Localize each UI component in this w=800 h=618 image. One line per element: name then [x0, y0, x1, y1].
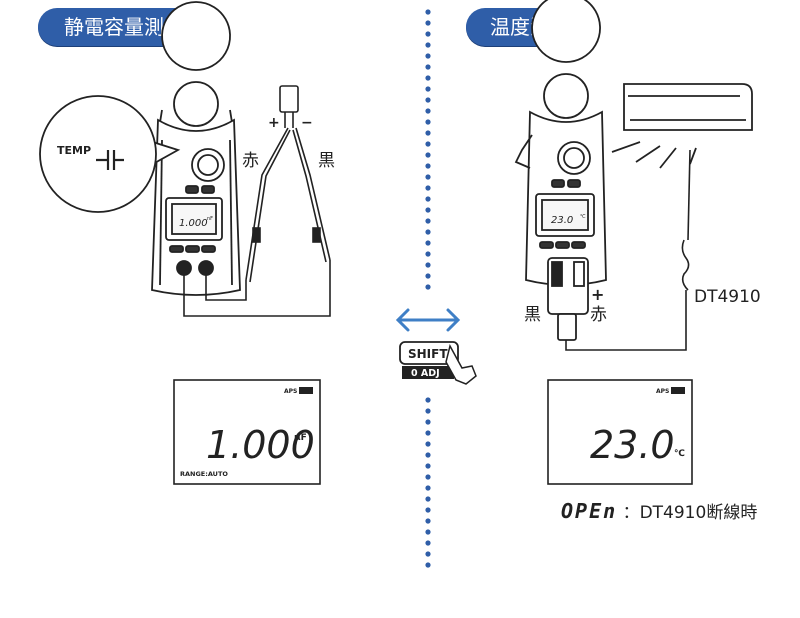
lcd-display-right: [547, 379, 693, 485]
capacitor-symbol-icon: [96, 150, 124, 170]
temperature-probe-wire: [565, 149, 691, 351]
meter-small-reading-left: 1.000: [179, 218, 208, 229]
callout-temp-text: TEMP: [57, 144, 91, 157]
lcd-aps-right: APS: [656, 388, 669, 395]
clamp-meter-right: [514, 0, 607, 341]
black-lead-label-right: 黒: [524, 305, 541, 325]
lcd-range-left: RANGE:AUTO: [180, 470, 228, 478]
clamp-meter-left: [151, 1, 241, 296]
open-description: ：DT4910断線時: [622, 503, 758, 523]
meter-small-unit-left: nF: [207, 216, 213, 222]
black-lead-label-left: 黒: [318, 151, 335, 171]
lcd-reading-right: 23.0: [590, 423, 675, 467]
probe-minus-label: −: [301, 115, 313, 131]
meter-small-unit-right: ℃: [580, 214, 586, 220]
lcd-unit-right: ℃: [674, 449, 685, 459]
capacitor-component: [279, 85, 299, 128]
shift-button[interactable]: [399, 341, 459, 379]
red-lead-label-right: 赤: [590, 305, 607, 325]
open-note: OPEn ：DT4910断線時: [561, 498, 757, 523]
probe-plus-label: +: [268, 115, 280, 131]
red-lead-label-left: 赤: [242, 151, 259, 171]
meter-small-reading-right: 23.0: [551, 215, 573, 226]
probe-model-label: DT4910: [694, 287, 761, 307]
test-leads-left: [183, 127, 331, 317]
plus-label-right: +: [591, 285, 604, 304]
dotted-divider: [425, 9, 431, 568]
lcd-aps-left: APS: [284, 388, 297, 395]
double-arrow-icon: [395, 308, 461, 332]
pointing-hand-icon: [445, 343, 477, 385]
open-code: OPEn: [561, 499, 618, 523]
lcd-display-left: [173, 379, 321, 485]
zero-adj-label: 0 ADJ: [411, 368, 440, 379]
dial-callout: [39, 95, 181, 213]
lcd-reading-left: 1.000: [206, 423, 315, 467]
shift-button-label: SHIFT: [408, 347, 448, 361]
lcd-unit-left: μF: [294, 433, 307, 443]
air-conditioner-icon: [611, 83, 753, 169]
